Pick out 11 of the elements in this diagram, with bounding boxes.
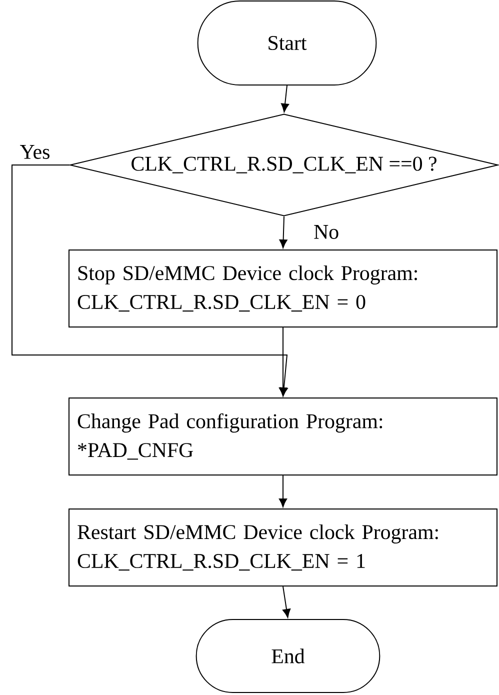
arrow [278,475,288,508]
process-box: Stop SD/eMMC Device clock Program: CLK_CTRL_R.SD_CLK_EN = 0 [68,250,498,328]
arrow [278,327,288,396]
edge-label: Yes [18,144,52,160]
arrow [282,586,291,618]
arrow [279,216,288,248]
process-box: Restart SD/eMMC Device clock Program: CLK_CTRL_R.SD_CLK_EN = 1 [68,508,498,586]
edge-label: No [312,224,340,240]
process-box: Change Pad configuration Program: *PAD_CNFG [68,398,498,476]
arrow [281,85,290,112]
arrow [12,164,288,396]
